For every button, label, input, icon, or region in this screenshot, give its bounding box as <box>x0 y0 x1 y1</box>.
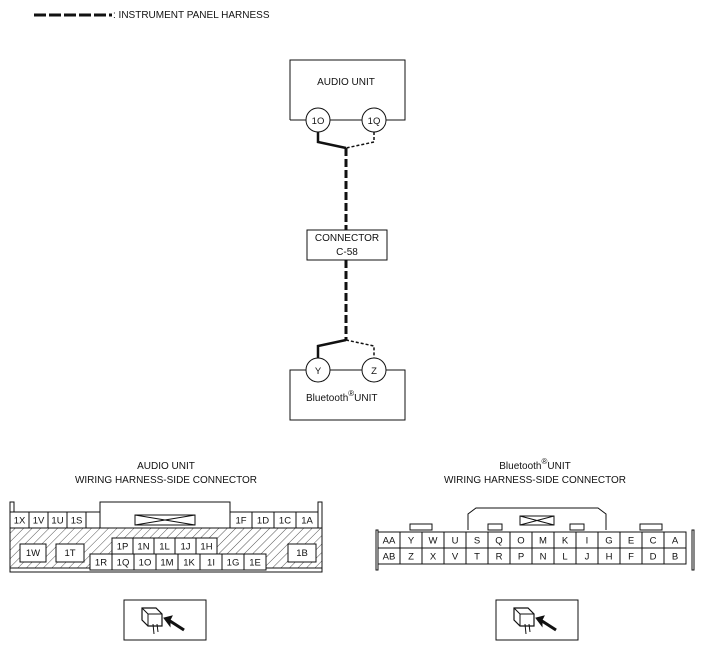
pin-1q-label: 1Q <box>368 116 381 127</box>
audio-pin-bottom-label: 1I <box>207 558 215 569</box>
audio-pin-mid-label: 1N <box>137 542 149 553</box>
pin-y-circle <box>305 357 331 383</box>
bluetooth-unit: Y Z Bluetooth®UNIT <box>289 357 406 421</box>
bt-pin-row1-label: AA <box>383 536 396 547</box>
bt-connector-subtitle: WIRING HARNESS-SIDE CONNECTOR <box>444 475 626 486</box>
audio-pin-bottom-label: 1M <box>160 558 173 569</box>
pin-1o-label: 1O <box>312 116 325 127</box>
audio-unit-connector: AUDIO UNIT WIRING HARNESS-SIDE CONNECTOR… <box>9 461 323 573</box>
audio-pin-top-right-label: 1A <box>301 516 313 527</box>
bt-pin-row2-cell <box>663 547 687 565</box>
pin-1t-label: 1T <box>64 548 75 559</box>
audio-unit-label: AUDIO UNIT <box>317 77 375 88</box>
bt-pin-row1-label: U <box>452 536 459 547</box>
audio-pin-bottom-label: 1E <box>249 558 261 569</box>
audio-view-direction-icon <box>123 599 207 641</box>
audio-pin-bottom-label: 1R <box>95 558 107 569</box>
bt-pin-row1-label: A <box>672 536 679 547</box>
wire-bottom <box>316 260 375 358</box>
legend: : INSTRUMENT PANEL HARNESS <box>34 10 270 21</box>
audio-pin-bottom-cell <box>243 553 267 571</box>
audio-pin-bottom-label: 1G <box>227 558 240 569</box>
audio-unit: AUDIO UNIT 1O 1Q <box>289 59 406 133</box>
bt-pin-row1-label: C <box>650 536 657 547</box>
audio-pin-top-left-label: 1V <box>33 516 45 527</box>
wire-top <box>316 132 375 230</box>
bt-connector-title: Bluetooth®UNIT <box>499 457 571 472</box>
connector-label: CONNECTOR <box>315 233 379 244</box>
bluetooth-connector: Bluetooth®UNIT WIRING HARNESS-SIDE CONNE… <box>375 457 695 571</box>
bt-pin-row2-label: B <box>672 552 678 563</box>
bt-pin-row2-label: N <box>540 552 547 563</box>
pin-z-circle <box>361 357 387 383</box>
bt-pin-row1-label: Y <box>408 536 415 547</box>
bt-pin-row2-label: P <box>518 552 524 563</box>
pin-z-label: Z <box>371 366 377 377</box>
audio-pin-top-right-label: 1D <box>257 516 269 527</box>
pin-1w-cell <box>19 543 47 563</box>
bt-pin-row1-label: I <box>586 536 589 547</box>
bt-pin-row1-label: W <box>429 536 438 547</box>
bt-pin-row1-label: S <box>474 536 480 547</box>
connector-number: C-58 <box>336 247 358 258</box>
bt-view-direction-icon <box>495 599 579 641</box>
bt-pin-row1-label: Q <box>495 536 502 547</box>
pin-1t-cell <box>55 543 85 563</box>
audio-pin-top-left-label: 1U <box>51 516 63 527</box>
audio-pin-mid-label: 1H <box>200 542 212 553</box>
bt-pin-row2-label: AB <box>383 552 396 563</box>
audio-connector-title: AUDIO UNIT <box>137 461 195 472</box>
bt-pin-row2-label: V <box>452 552 459 563</box>
legend-text: : INSTRUMENT PANEL HARNESS <box>113 10 270 21</box>
bt-pin-row1-label: O <box>517 536 524 547</box>
audio-pin-top-left-label: 1S <box>71 516 83 527</box>
bluetooth-unit-label: Bluetooth®UNIT <box>306 389 378 404</box>
audio-unit-box <box>289 59 406 121</box>
audio-pin-top-right-label: 1C <box>279 516 291 527</box>
connector-c58: CONNECTOR C-58 <box>306 229 388 261</box>
audio-pin-top-left-label: 1X <box>14 516 26 527</box>
audio-connector-subtitle: WIRING HARNESS-SIDE CONNECTOR <box>75 475 257 486</box>
audio-pin-bottom-label: 1O <box>139 558 152 569</box>
audio-pin-top-right-cell <box>295 511 319 529</box>
bt-pin-row1-label: M <box>539 536 547 547</box>
bluetooth-unit-box <box>289 369 406 421</box>
pin-1b-cell <box>287 543 317 563</box>
audio-pin-top-left-cell <box>66 511 87 529</box>
bt-pin-row2-label: X <box>430 552 437 563</box>
audio-pin-mid-label: 1P <box>117 542 129 553</box>
bt-pin-row2-label: R <box>496 552 503 563</box>
bt-pin-row2-label: F <box>628 552 634 563</box>
bt-pin-row2-label: D <box>650 552 657 563</box>
pin-y-label: Y <box>315 366 322 377</box>
bt-pin-row2-label: T <box>474 552 480 563</box>
bt-pin-row1-label: K <box>562 536 569 547</box>
bt-pin-row2-label: L <box>562 552 567 563</box>
audio-pin-bottom-label: 1K <box>183 558 195 569</box>
bt-pin-row2-label: H <box>606 552 613 563</box>
audio-pin-mid-label: 1L <box>159 542 170 553</box>
bt-pin-row1-label: E <box>628 536 634 547</box>
audio-pin-top-right-label: 1F <box>235 516 246 527</box>
bt-pin-row1-label: G <box>605 536 612 547</box>
bt-pin-row2-label: J <box>585 552 590 563</box>
audio-pin-bottom-label: 1Q <box>117 558 130 569</box>
bt-pin-row2-label: Z <box>408 552 414 563</box>
pin-1b-label: 1B <box>296 548 308 559</box>
audio-pin-mid-label: 1J <box>180 542 190 553</box>
pin-1w-label: 1W <box>26 548 40 559</box>
